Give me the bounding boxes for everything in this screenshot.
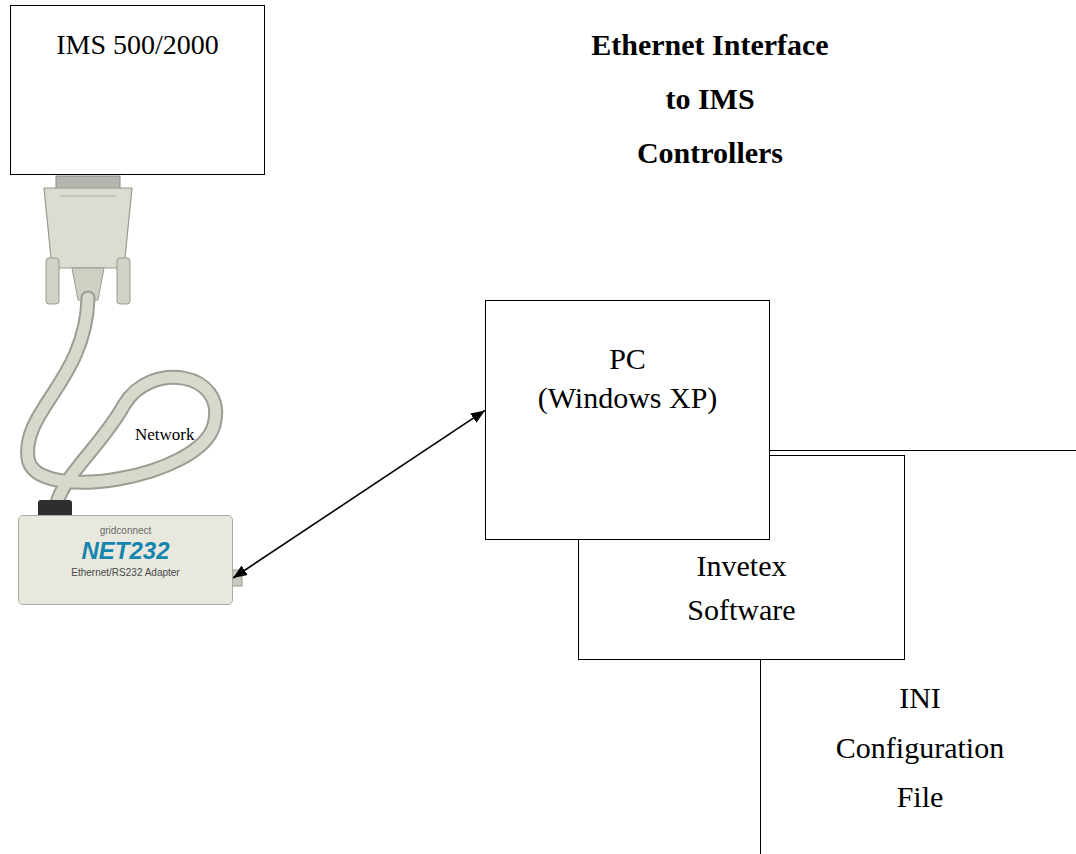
node-label: NET232 — [81, 537, 169, 566]
node-label: PC — [609, 339, 646, 378]
node-label: Invetex Software — [667, 544, 817, 631]
pc-box: PC(Windows XP) — [485, 300, 770, 540]
node-label: INI Configuration File — [825, 673, 1015, 822]
network-link — [233, 410, 485, 578]
db9-connector — [44, 176, 132, 304]
diagram-title: Ethernet Interface to IMS Controllers — [589, 18, 831, 180]
node-label: gridconnect — [100, 524, 152, 537]
node-label: (Windows XP) — [538, 378, 718, 417]
controller-box: IMS 500/2000 — [10, 5, 265, 175]
ethernet-adapter: gridconnectNET232Ethernet/RS232 Adapter — [18, 515, 233, 605]
network-label: Network — [135, 425, 194, 445]
node-label: IMS 500/2000 — [56, 28, 219, 62]
node-label: Ethernet/RS232 Adapter — [71, 566, 179, 579]
